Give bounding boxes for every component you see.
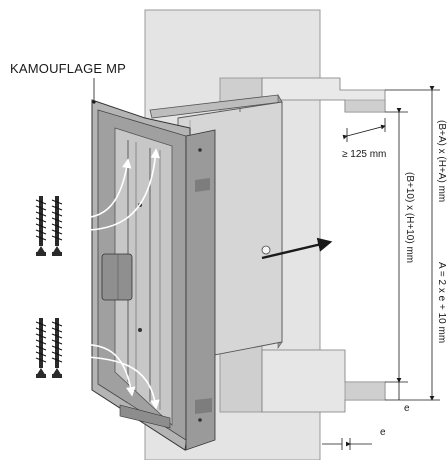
depth-dimension-label: ≥ 125 mm xyxy=(342,149,387,160)
hinge-cylinder xyxy=(101,253,133,301)
outer-opening-dimension-label: (B+A) x (H+A) mm xyxy=(436,120,447,203)
screw-icon xyxy=(51,318,63,378)
vertical-gap-label: e xyxy=(404,403,410,414)
allowance-formula-label: A = 2 x e + 10 mm xyxy=(436,262,447,344)
dimension-lines xyxy=(322,86,440,450)
screws-lower xyxy=(35,318,63,378)
screw-icon xyxy=(35,196,47,256)
horizontal-gap-label: e xyxy=(380,427,386,438)
screw-icon xyxy=(51,196,63,256)
screw-guide-arrows xyxy=(69,148,161,410)
screws-upper xyxy=(35,196,63,256)
box-screw-hole xyxy=(261,245,271,255)
screw-icon xyxy=(35,318,47,378)
insert-direction-arrow xyxy=(261,237,333,260)
inner-opening-dimension-label: (B+10) x (H+10) mm xyxy=(404,172,415,264)
product-label: KAMOUFLAGE MP xyxy=(10,61,127,76)
